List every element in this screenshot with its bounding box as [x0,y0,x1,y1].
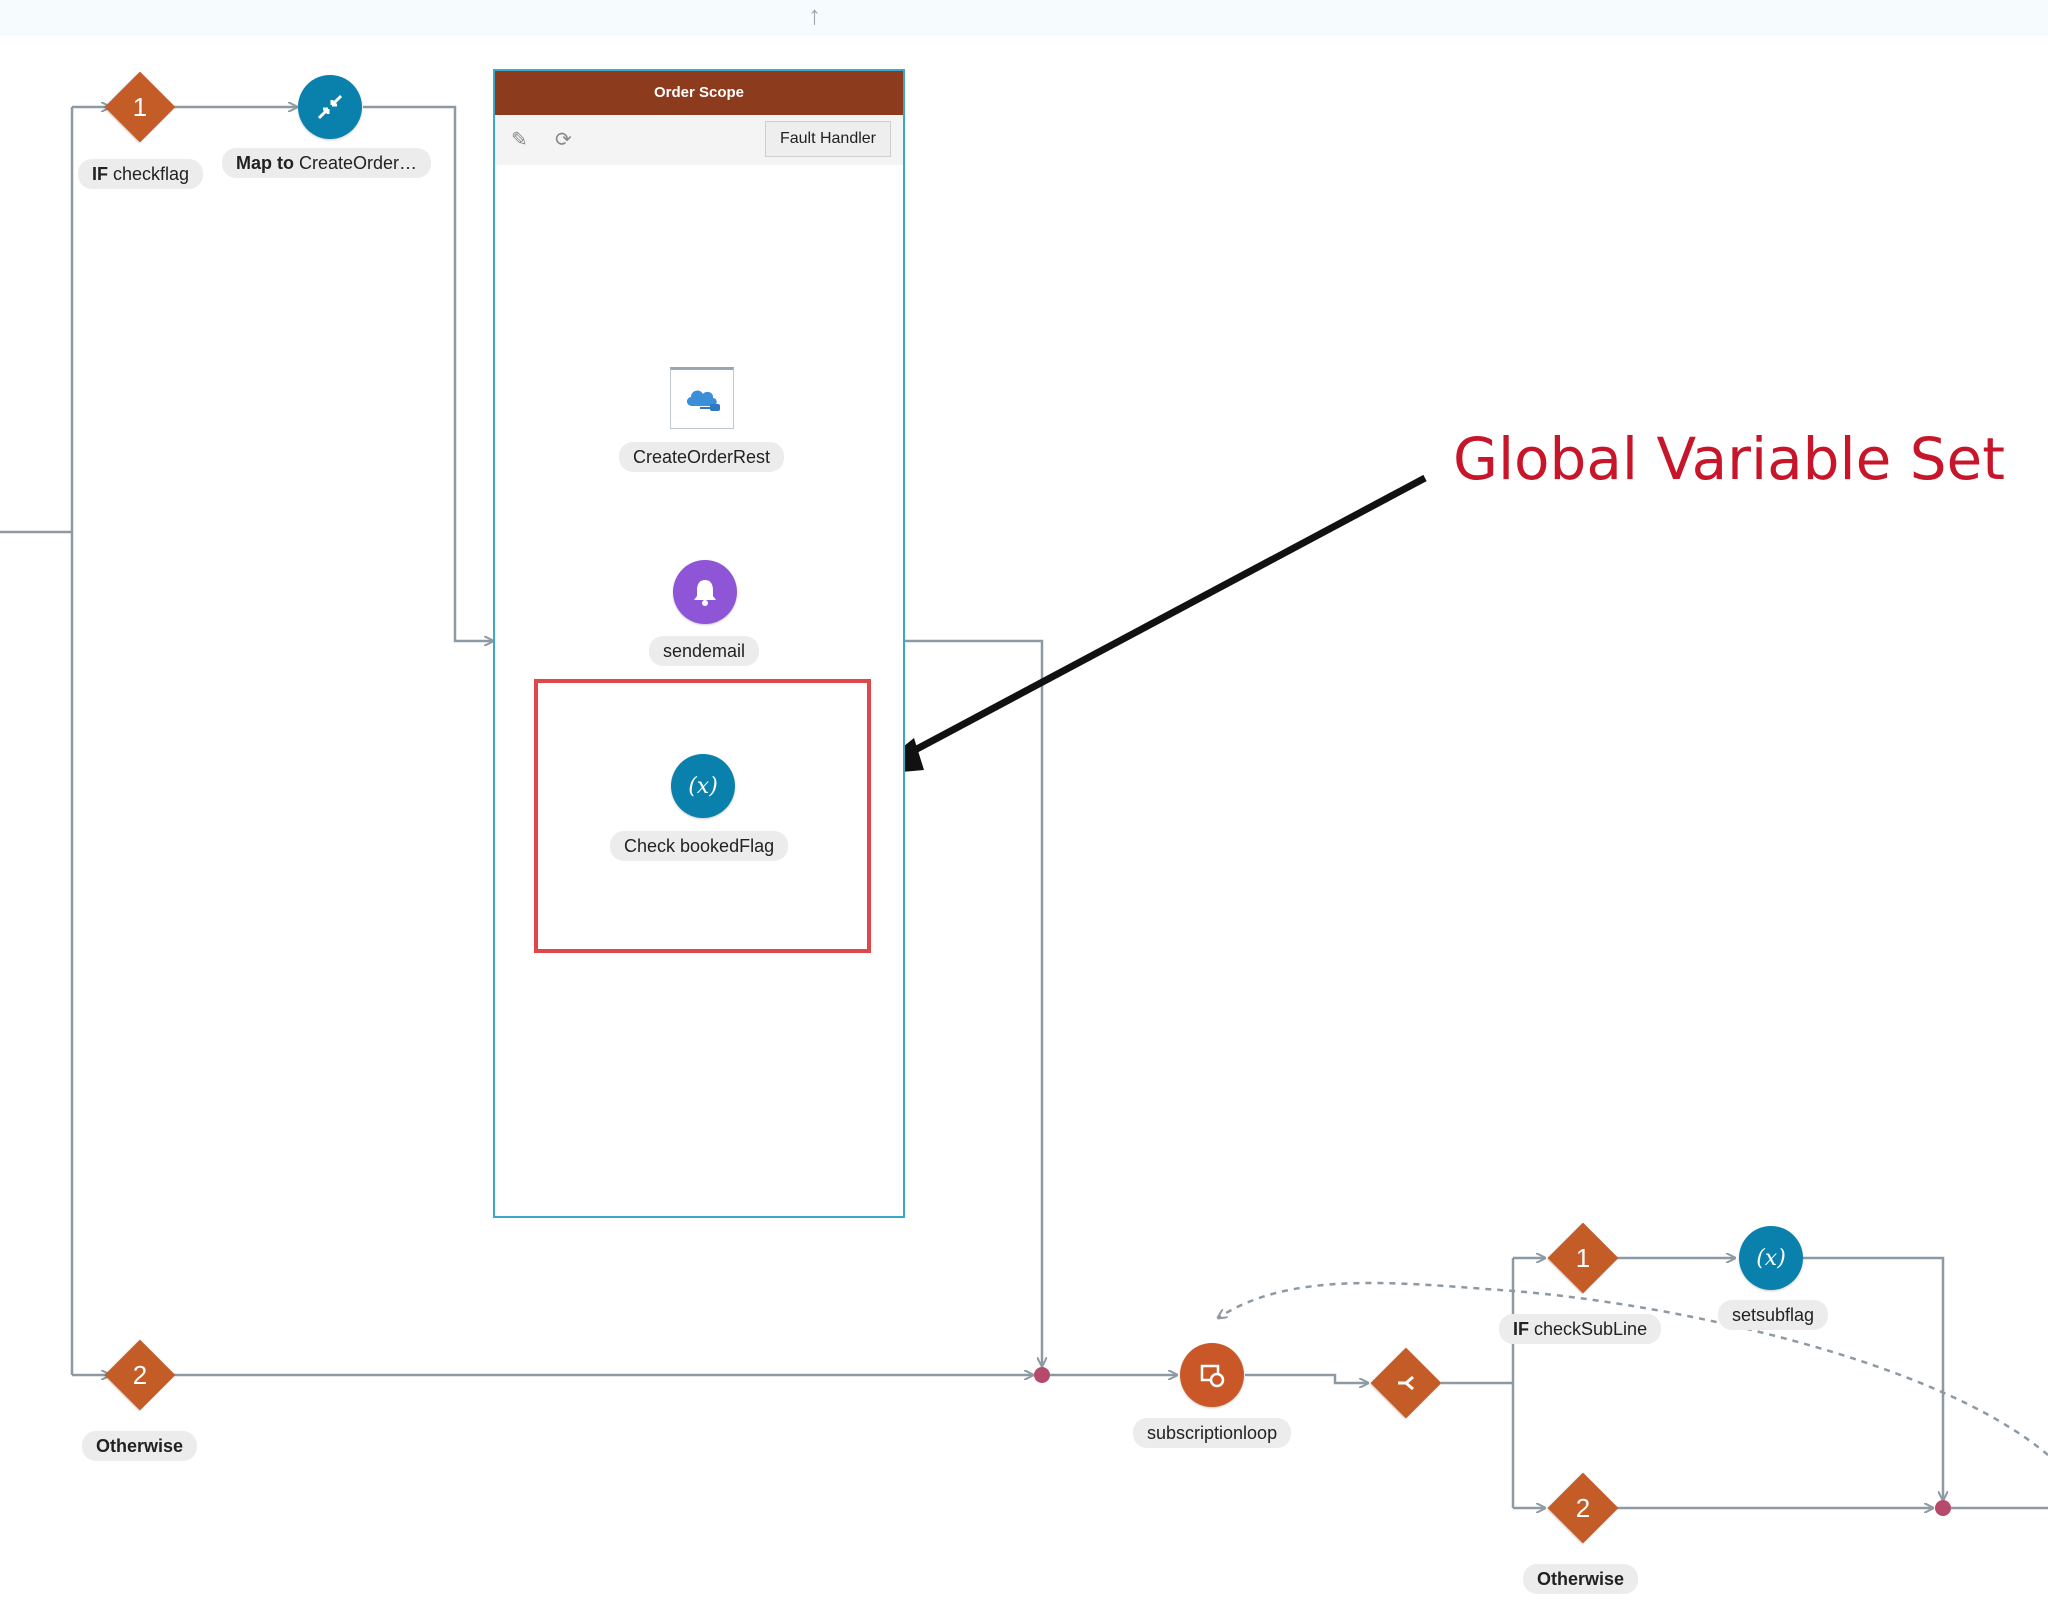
connector-setsubflag-to-merge [1803,1256,1943,1500]
label-keyword: IF [92,164,108,184]
label-target: CreateOrder… [294,153,418,173]
annotation-text: Global Variable Set [1453,425,2005,493]
connector-scope-to-merge [905,639,1042,1366]
fault-handler-button[interactable]: Fault Handler [764,121,891,157]
if-checksubline-label[interactable]: IF checkSubLine [1499,1314,1662,1344]
sendemail-label[interactable]: sendemail [649,636,760,666]
branch-number: 2 [132,1360,148,1390]
subscriptionloop-label[interactable]: subscriptionloop [1133,1418,1292,1448]
merge-point-2 [1935,1500,1951,1516]
scope-title[interactable]: Order Scope [495,71,903,115]
label-condition: checkflag [108,164,190,184]
bell-icon [673,560,737,624]
assign-variable-icon: (x) [671,754,735,818]
otherwise-2-label[interactable]: Otherwise [1523,1564,1639,1594]
cloud-connection-icon [686,390,720,411]
check-bookedflag-label[interactable]: Check bookedFlag [610,831,789,861]
annotation-arrow-line [898,474,1427,762]
label-condition: checkSubLine [1529,1319,1648,1339]
for-each-loop-icon [1180,1343,1244,1407]
scope-toolbar: ✎ ⟳ Fault Handler [495,115,903,165]
loop-back-connector [1218,1281,2048,1456]
refresh-icon[interactable]: ⟳ [555,129,572,151]
highlight-box [534,679,871,953]
connector-loop-to-switch [1245,1373,1368,1383]
connector-map-to-scope [363,105,493,641]
branch-number: 1 [1575,1243,1591,1273]
label-keyword: IF [1513,1319,1529,1339]
pin-icon[interactable]: ✎ [511,129,528,151]
branch-split-icon [1398,1375,1414,1391]
canvas-top-bar [0,0,2048,36]
create-order-rest-label[interactable]: CreateOrderRest [619,442,785,472]
branch-number: 1 [132,92,148,122]
scroll-up-arrow-icon[interactable]: ↑ [808,0,821,30]
assign-variable-icon: (x) [1739,1226,1803,1290]
map-node-label[interactable]: Map to CreateOrder… [222,148,432,178]
mapper-icon [298,75,362,139]
merge-point [1034,1367,1050,1383]
label-keyword: Map to [236,153,294,173]
otherwise-label[interactable]: Otherwise [82,1431,198,1461]
setsubflag-label[interactable]: setsubflag [1718,1300,1829,1330]
branch-number: 2 [1575,1493,1591,1523]
rest-adapter-node[interactable] [670,367,734,429]
if-checkflag-label[interactable]: IF checkflag [78,159,204,189]
